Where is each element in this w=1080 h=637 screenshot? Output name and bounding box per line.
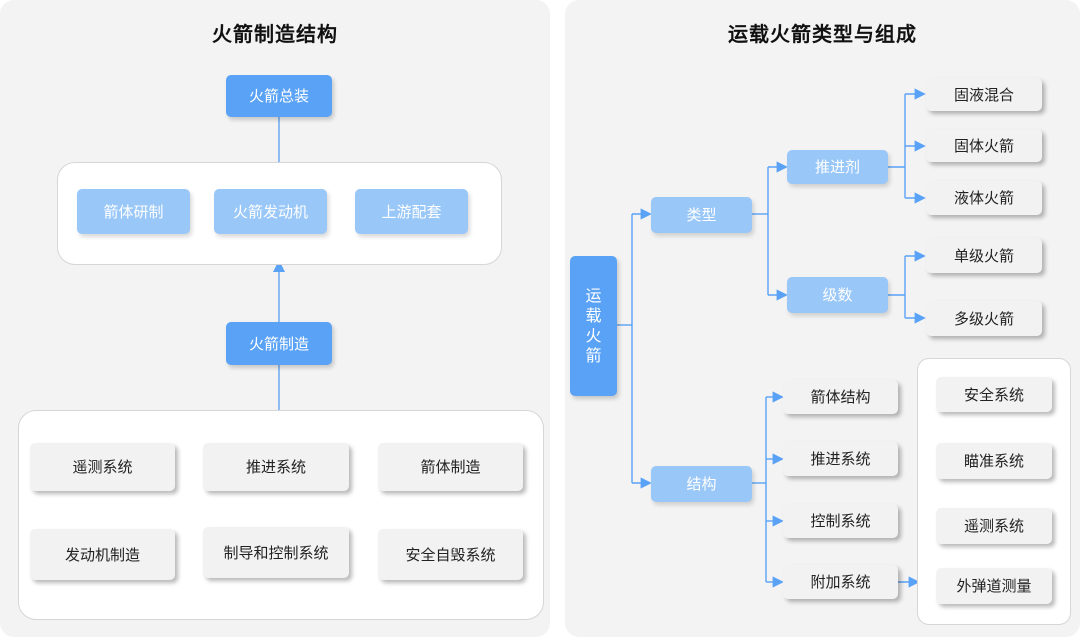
aiming-system-node: 瞄准系统: [936, 443, 1052, 479]
manufacturing-panel: 火箭制造结构 火箭总装 箭体研制 火箭发动机 上游配套 火箭制造 遥测系统 推进…: [0, 0, 550, 637]
root-char-2: 载: [585, 306, 602, 325]
control-system-node: 控制系统: [783, 504, 898, 538]
body-structure-node: 箭体结构: [783, 380, 898, 414]
structure-node: 结构: [651, 466, 752, 502]
external-ballistic-measurement-node: 外弹道测量: [936, 568, 1052, 604]
multi-stage-rocket-node: 多级火箭: [926, 301, 1042, 336]
upstream-supply-node: 上游配套: [355, 189, 468, 234]
root-char-1: 运: [585, 286, 602, 305]
solid-liquid-hybrid-node: 固液混合: [926, 78, 1042, 111]
type-node: 类型: [651, 197, 752, 233]
propellant-node: 推进剂: [787, 150, 888, 184]
stages-node: 级数: [787, 277, 888, 313]
rocket-manufacturing-node: 火箭制造: [226, 322, 332, 365]
propulsion-system-node-right: 推进系统: [783, 442, 898, 476]
safety-system-node: 安全系统: [936, 377, 1052, 412]
self-destruct-node: 安全自毁系统: [378, 529, 523, 580]
propulsion-system-node: 推进系统: [203, 443, 349, 491]
manufacturing-connectors: [273, 117, 285, 410]
solid-rocket-node: 固体火箭: [926, 129, 1042, 162]
rocket-engine-node: 火箭发动机: [214, 189, 327, 234]
types-composition-connectors: [617, 88, 926, 588]
telemetry-system-node-right: 遥测系统: [936, 508, 1052, 544]
body-manufacturing-node: 箭体制造: [378, 443, 523, 491]
telemetry-system-node: 遥测系统: [30, 443, 175, 491]
body-development-node: 箭体研制: [77, 189, 190, 234]
types-composition-title: 运载火箭类型与组成: [728, 22, 917, 46]
single-stage-rocket-node: 单级火箭: [926, 238, 1042, 273]
engine-manufacturing-node: 发动机制造: [30, 529, 175, 580]
systems-group: [18, 410, 544, 620]
liquid-rocket-node: 液体火箭: [926, 181, 1042, 215]
launch-vehicle-root-node: 运 载 火 箭: [570, 256, 617, 396]
types-composition-panel: 运载火箭类型与组成: [565, 0, 1080, 637]
guidance-control-node: 制导和控制系统: [203, 527, 349, 578]
rocket-assembly-node: 火箭总装: [226, 75, 332, 117]
additional-system-node: 附加系统: [783, 565, 898, 599]
root-char-4: 箭: [585, 346, 602, 365]
root-char-3: 火: [585, 326, 602, 345]
manufacturing-title: 火箭制造结构: [212, 22, 338, 46]
